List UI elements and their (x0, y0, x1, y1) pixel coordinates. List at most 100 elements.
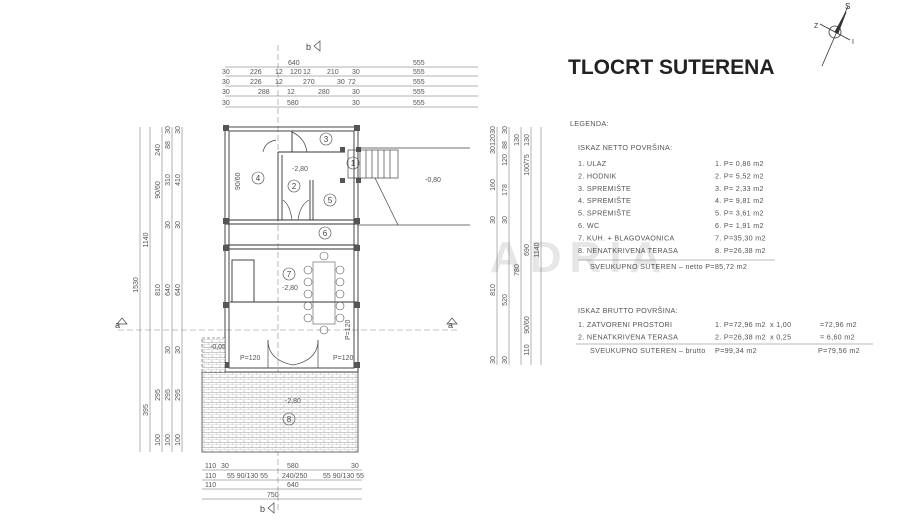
dimension-label: 810 (490, 284, 497, 296)
dimension-label: 310 (165, 174, 172, 186)
dimension-label: 130 (524, 134, 531, 146)
dimension-label: 110 (205, 473, 216, 480)
dimension-label: 30 (222, 100, 230, 107)
dimension-label: 30 (175, 346, 182, 354)
brutto-row-area: 1. P=72,96 m2 (715, 320, 766, 329)
compass-north-label: S (845, 2, 850, 11)
legend-room-name: 8. NENATKRIVENA TERASA (578, 246, 678, 255)
netto-total: SVEUKUPNO SUTEREN – netto P=85,72 m2 (590, 262, 747, 271)
dimension-label: 30 (165, 126, 172, 134)
brutto-total-area: P=99,34 m2 (715, 346, 757, 355)
window-label: P=120 (333, 355, 354, 362)
brutto-row-factor: x 0,25 (770, 332, 791, 341)
brutto-row-area: 2. P=26,38 m2 (715, 332, 766, 341)
dimension-label: 90/60 (524, 316, 531, 334)
legend-room-area: 4. P= 9,81 m2 (715, 196, 764, 205)
dimension-label: 690 (524, 244, 531, 256)
legend-room-area: 7. P=35,30 m2 (715, 233, 766, 242)
dimension-label: 780 (514, 264, 521, 276)
room-number-6: 6 (323, 229, 328, 238)
dimension-label: 295 (175, 389, 182, 401)
watermark: ADRIA (490, 233, 669, 282)
dimension-label: 110 (524, 344, 531, 355)
dimension-label: 1140 (534, 242, 541, 257)
dining-table (303, 251, 345, 335)
legend-room-name: 5. SPREMIŠTE (578, 209, 631, 218)
legend-room-name: 6. WC (578, 221, 599, 230)
level-mark: -0,80 (425, 177, 441, 184)
brutto-row-result: = 6,60 m2 (820, 332, 855, 341)
terrace-paving (201, 371, 359, 453)
dimension-label: 100 (165, 434, 172, 446)
dimension-label: 30 (175, 221, 182, 229)
dimension-label: 295 (155, 389, 162, 401)
dimension-label: 30 (337, 79, 345, 86)
dimension-lines (139, 66, 542, 500)
compass-east-label: I (852, 39, 854, 46)
brutto-row-factor: x 1,00 (770, 320, 791, 329)
dimension-label: 30 (490, 356, 497, 364)
dimension-label: 226 (250, 69, 262, 76)
brutto-header: ISKAZ BRUTTO POVRŠINA: (578, 306, 678, 315)
brutto-row-name: 2. NENATKRIVENA TERASA (578, 332, 678, 341)
section-marker-top: b (306, 42, 311, 52)
dimension-label: 30 (490, 126, 497, 134)
dimension-label: 100/75 (524, 154, 531, 176)
dimension-label: 12 (287, 89, 295, 96)
dimension-label: 226 (250, 79, 262, 86)
legend-room-name: 2. HODNIK (578, 171, 617, 180)
dimension-label: 120 (290, 69, 302, 76)
dimension-label: 30 (502, 126, 509, 134)
dimension-label: 555 (413, 69, 425, 76)
terrace-outline (347, 147, 470, 226)
dimension-label: 30 (502, 356, 509, 364)
compass-west-label: Z (814, 23, 819, 30)
dimension-label: 30 (490, 146, 497, 154)
dimension-label: 160 (490, 179, 497, 191)
dimension-label: 640 (165, 284, 172, 296)
dimension-label: 640 (287, 482, 299, 489)
room-number-5: 5 (328, 196, 333, 205)
dimension-label: 110 (205, 482, 216, 489)
dimension-label: 30 (502, 216, 509, 224)
room-number-2: 2 (292, 182, 297, 191)
window-label: P=120 (345, 319, 352, 340)
room-number-8: 8 (287, 415, 292, 424)
dimension-label: 555 (413, 60, 425, 67)
section-marker-right: a (448, 320, 453, 330)
dimension-label: 55 90/130 55 (323, 473, 364, 480)
dimension-label: 810 (155, 284, 162, 296)
dimension-label: 210 (327, 69, 339, 76)
room-number-1: 1 (351, 159, 356, 168)
level-mark: -0,05 (210, 344, 226, 351)
dimension-label: 30 (351, 463, 359, 470)
dimension-label: 30 (222, 89, 230, 96)
dimension-label: 270 (303, 79, 315, 86)
brutto-row-result: =72,96 m2 (820, 320, 857, 329)
dimension-label: 30 (352, 89, 360, 96)
dimension-label: 30 (490, 216, 497, 224)
section-marker-left: a (115, 320, 120, 330)
legend-heading: LEGENDA: (570, 119, 609, 128)
dimension-label: 280 (318, 89, 330, 96)
legend-room-area: 6. P= 1,91 m2 (715, 221, 764, 230)
dimension-label: 130 (514, 134, 521, 146)
room-number-7: 7 (287, 270, 292, 279)
dimension-label: 30 (175, 126, 182, 134)
brutto-total-label: SVEUKUPNO SUTEREN – brutto (590, 346, 706, 355)
walls (224, 126, 359, 373)
dimension-label: 90/60 (155, 181, 162, 199)
dimension-label: 110 (205, 463, 216, 470)
room-number-4: 4 (256, 174, 261, 183)
dimension-label: 295 (165, 389, 172, 401)
section-marker-bottom: b (260, 504, 265, 514)
dimension-label: 640 (288, 60, 300, 67)
dimension-label: 750 (267, 492, 279, 499)
window-label: P=120 (240, 355, 261, 362)
legend-room-area: 3. P= 2,33 m2 (715, 184, 764, 193)
dimension-label: 178 (502, 184, 509, 196)
dimension-label: 555 (413, 89, 425, 96)
dimension-label: 12 (275, 79, 283, 86)
